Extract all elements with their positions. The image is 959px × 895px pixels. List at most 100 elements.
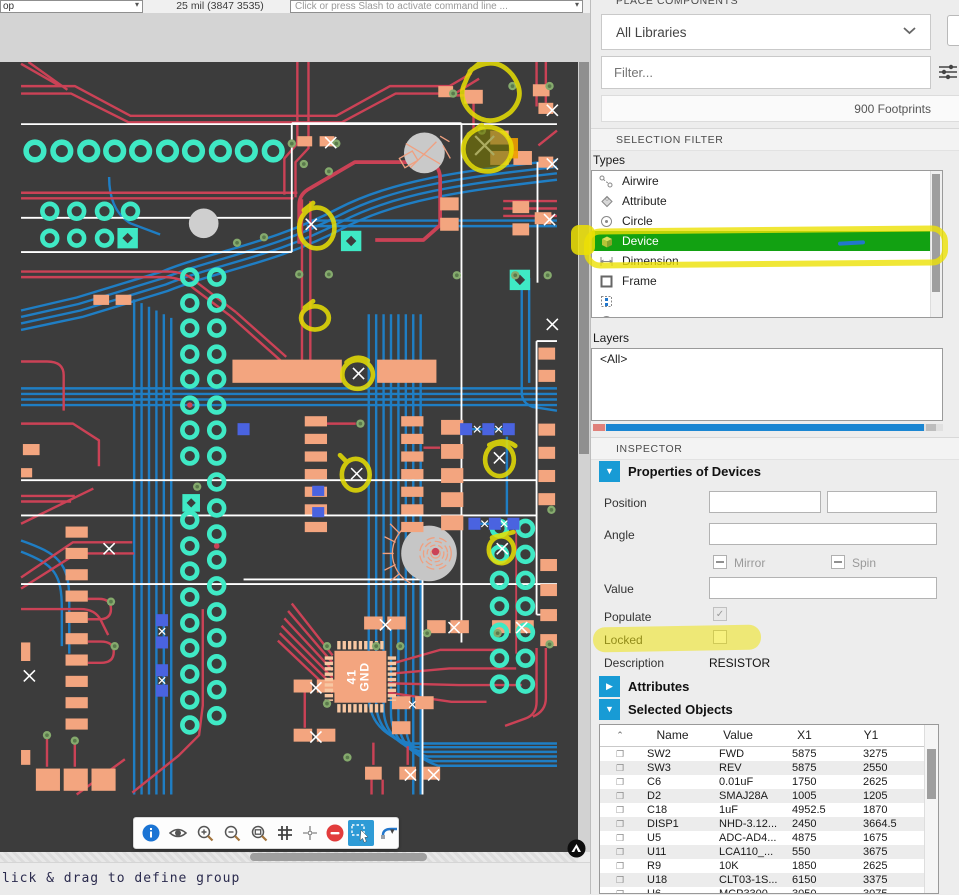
chevron-down-icon: ▾ (575, 0, 579, 9)
table-row[interactable]: ❐U18CLT03-1S...61503375 (600, 873, 938, 887)
autodesk-badge-icon (567, 839, 586, 861)
origin-crosshair-icon[interactable] (300, 823, 320, 843)
route-tool-dropdown-caret[interactable]: ▾ (390, 826, 395, 837)
type-item-label: Frame (622, 271, 657, 291)
table-row[interactable]: ❐C60.01uF17502625 (600, 775, 938, 789)
footprint-filter-input[interactable] (601, 56, 931, 89)
airwire-icon (599, 174, 614, 189)
value-label: Value (604, 582, 634, 596)
selection-filter-header-label: SELECTION FILTER (616, 134, 723, 146)
col-header-value[interactable]: Value (705, 725, 771, 746)
sort-caret-icon[interactable]: ⌃ (600, 725, 640, 746)
zoom-fit-icon[interactable] (249, 823, 269, 843)
type-item-airwire[interactable]: Airwire (592, 171, 942, 191)
library-settings-button[interactable]: ⚙ (947, 15, 959, 46)
hscroll-end-cap (926, 424, 936, 431)
type-item-dimension[interactable]: Dimension (592, 251, 942, 271)
position-y-input[interactable] (827, 491, 937, 513)
footprint-count: 900 Footprints (854, 102, 931, 116)
canvas-toolbar: ▾ (133, 817, 399, 849)
col-header-y1[interactable]: Y1 (838, 725, 904, 746)
col-header-x1[interactable]: X1 (771, 725, 838, 746)
spin-label: Spin (852, 556, 876, 570)
table-row[interactable]: ❐R910K18502625 (600, 859, 938, 873)
info-icon[interactable] (141, 823, 161, 843)
types-scrollbar[interactable] (930, 171, 942, 317)
populate-checkbox[interactable]: ✓ (713, 607, 727, 621)
type-item-group[interactable] (592, 291, 942, 311)
chip-label-line2: GND (358, 662, 372, 692)
zoom-out-icon[interactable] (222, 823, 242, 843)
right-panel: PLACE COMPONENTS All Libraries ⚙ 900 Foo… (590, 0, 959, 894)
filter-options-icon[interactable] (938, 62, 958, 85)
type-item-partial[interactable] (592, 311, 942, 318)
table-row[interactable]: ❐C181uF4952.51870 (600, 803, 938, 817)
stop-icon[interactable] (325, 823, 345, 843)
toolbar-spacer (0, 13, 590, 62)
attributes-header: Attributes (628, 679, 689, 694)
layers-hscrollbar[interactable] (593, 424, 943, 431)
group-select-tool-active[interactable] (348, 820, 374, 846)
hole-icon (599, 314, 614, 319)
grid-icon[interactable] (275, 823, 295, 843)
table-scrollbar[interactable] (924, 725, 938, 893)
locked-checkbox[interactable] (713, 630, 727, 644)
angle-input[interactable] (709, 523, 937, 545)
inspector-header-label: INSPECTOR (616, 443, 682, 455)
properties-expander[interactable]: ▼ (599, 461, 620, 482)
route-tool-icon[interactable] (379, 823, 399, 843)
eye-icon[interactable] (168, 823, 188, 843)
spin-checkbox[interactable] (831, 555, 845, 569)
position-x-input[interactable] (709, 491, 821, 513)
pcb-canvas[interactable]: 41 GND (0, 62, 578, 852)
chevron-down-icon (903, 24, 916, 38)
layer-item-all[interactable]: <All> (592, 349, 942, 366)
col-header-name[interactable]: Name (640, 725, 705, 746)
dimension-icon (599, 254, 614, 269)
inspector-section-header[interactable]: INSPECTOR (591, 437, 959, 460)
type-item-label: Attribute (622, 191, 667, 211)
footprint-count-bar: 900 Footprints (601, 95, 959, 122)
layers-list: <All> (591, 348, 943, 421)
selected-objects-expander[interactable]: ▼ (599, 699, 620, 720)
selection-filter-section-header[interactable]: SELECTION FILTER (591, 128, 959, 151)
selected-objects-table: ⌃ Name Value X1 Y1 ❐SW2FWD58753275 ❐SW3R… (599, 724, 939, 894)
table-scrollbar-thumb[interactable] (927, 749, 936, 799)
value-input[interactable] (709, 577, 937, 599)
table-row[interactable]: ❐D2SMAJ28A10051205 (600, 789, 938, 803)
layers-hscrollbar-thumb[interactable] (606, 424, 924, 431)
frame-icon (599, 274, 614, 289)
table-row[interactable]: ❐DISP1NHD-3.12...24503664.5 (600, 817, 938, 831)
chevron-down-icon: ▾ (135, 0, 139, 9)
populate-label: Populate (604, 610, 651, 624)
attributes-expander[interactable]: ▶ (599, 676, 620, 697)
layer-dropdown-value: op (3, 1, 14, 13)
types-scrollbar-thumb[interactable] (932, 174, 940, 292)
library-dropdown[interactable]: All Libraries (601, 14, 931, 50)
table-row[interactable]: ❐U6MCP3300...30503075 (600, 887, 938, 894)
vscrollbar-thumb[interactable] (579, 62, 589, 454)
zoom-in-icon[interactable] (195, 823, 215, 843)
mirror-label: Mirror (734, 556, 765, 570)
angle-label: Angle (604, 528, 635, 542)
command-line[interactable]: Click or press Slash to activate command… (290, 0, 583, 13)
type-item-device-selected[interactable]: Device (592, 231, 942, 251)
canvas-hscrollbar[interactable] (0, 852, 578, 862)
layers-label: Layers (593, 331, 629, 345)
top-toolbar: op ▾ 25 mil (3847 3535) Click or press S… (0, 0, 590, 13)
table-row[interactable]: ❐U5ADC-AD4...48751675 (600, 831, 938, 845)
table-row[interactable]: ❐U11LCA110_...5503675 (600, 845, 938, 859)
type-item-frame[interactable]: Frame (592, 271, 942, 291)
type-item-label: Airwire (622, 171, 659, 191)
table-header-row: ⌃ Name Value X1 Y1 (600, 725, 938, 747)
type-item-circle[interactable]: Circle (592, 211, 942, 231)
type-item-attribute[interactable]: Attribute (592, 191, 942, 211)
mirror-checkbox[interactable] (713, 555, 727, 569)
locked-label: Locked (604, 633, 643, 647)
hscrollbar-thumb[interactable] (250, 853, 427, 861)
table-row[interactable]: ❐SW3REV58752550 (600, 761, 938, 775)
layer-dropdown[interactable]: op ▾ (0, 0, 143, 13)
canvas-vscrollbar[interactable] (578, 62, 590, 852)
table-row[interactable]: ❐SW2FWD58753275 (600, 747, 938, 761)
